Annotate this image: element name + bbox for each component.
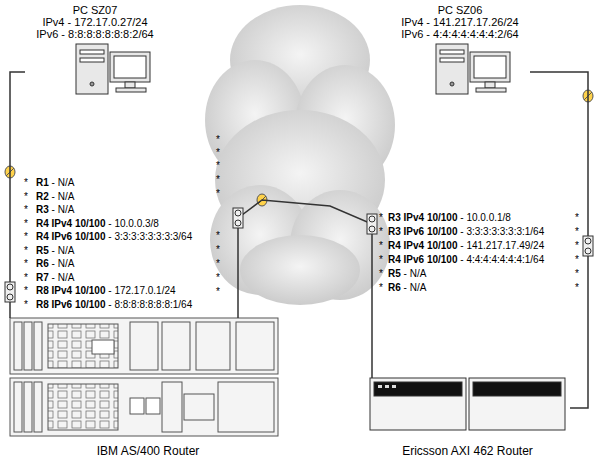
port-marker: *	[24, 191, 28, 203]
port-marker: *	[24, 258, 28, 270]
node-title: PC SZ06	[390, 4, 530, 16]
port-marker: *	[216, 134, 220, 146]
port-marker: *	[379, 254, 383, 266]
port-address: R3 IPv4 10/100 - 10.0.0.1/8	[388, 212, 511, 224]
port-marker: *	[216, 286, 220, 298]
port-marker: *	[24, 177, 28, 189]
port-marker: *	[575, 226, 579, 238]
node-title: Ericsson AXI 462 Router	[365, 444, 570, 458]
network-cable	[238, 200, 372, 378]
node-address: IPv6 - 4:4:4:4:4:4:4:2/64	[390, 28, 530, 40]
port-marker: *	[216, 160, 220, 172]
network-cloud	[205, 5, 395, 305]
port-marker: *	[24, 231, 28, 243]
node-title: PC SZ07	[25, 4, 165, 16]
node-address: IPv4 - 141.217.17.26/24	[390, 16, 530, 28]
port-address: R6 - N/A	[388, 282, 426, 294]
port-marker: *	[24, 218, 28, 230]
port-address: R4 IPv4 10/100 - 141.217.17.49/24	[388, 240, 544, 252]
port-marker: *	[379, 282, 383, 294]
port-address: R4 IPv4 10/100 - 10.0.0.3/8	[36, 218, 159, 230]
ethernet-port	[5, 208, 593, 302]
port-address: R6 - N/A	[36, 258, 74, 270]
port-address: R2 - N/A	[36, 191, 74, 203]
port-address: R8 IPv4 10/100 - 172.17.0.1/24	[36, 285, 176, 297]
port-marker: *	[216, 258, 220, 270]
port-address: R5 - N/A	[388, 268, 426, 280]
port-marker: *	[379, 212, 383, 224]
port-address: R7 - N/A	[36, 272, 74, 284]
pc-node: PC SZ07IPv4 - 172.17.0.27/24IPv6 - 8:8:8…	[25, 4, 165, 98]
port-marker: *	[379, 268, 383, 280]
port-marker: *	[24, 272, 28, 284]
router-node: IBM AS/400 Router	[6, 318, 290, 458]
network-cable	[10, 72, 25, 318]
port-marker: *	[24, 285, 28, 297]
node-title: IBM AS/400 Router	[6, 444, 290, 458]
router-node: Ericsson AXI 462 Router	[365, 378, 570, 458]
port-marker: *	[575, 254, 579, 266]
pc-icon	[76, 44, 150, 94]
port-marker: *	[575, 268, 579, 280]
port-address: R4 IPv6 10/100 - 4:4:4:4:4:4:4:1/64	[388, 254, 544, 266]
router-chassis	[10, 318, 278, 436]
port-marker: *	[379, 226, 383, 238]
pc-node: PC SZ06IPv4 - 141.217.17.26/24IPv6 - 4:4…	[390, 4, 530, 98]
port-marker: *	[575, 282, 579, 294]
pc-icon	[436, 44, 510, 94]
port-marker: *	[575, 240, 579, 252]
port-marker: *	[216, 147, 220, 159]
node-address: IPv6 - 8:8:8:8:8:8:8:2/64	[25, 28, 165, 40]
port-marker: *	[24, 245, 28, 257]
port-address: R5 - N/A	[36, 245, 74, 257]
port-address: R1 - N/A	[36, 177, 74, 189]
port-marker: *	[575, 212, 579, 224]
port-address: R4 IPv6 10/100 - 3:3:3:3:3:3:3:3/64	[36, 231, 192, 243]
router-chassis	[370, 378, 565, 430]
port-address: R3 IPv6 10/100 - 3:3:3:3:3:3:3:1/64	[388, 226, 544, 238]
port-marker: *	[24, 204, 28, 216]
port-marker: *	[216, 188, 220, 200]
port-marker: *	[216, 230, 220, 242]
port-marker: *	[24, 299, 28, 311]
port-marker: *	[379, 240, 383, 252]
port-address: R8 IPv6 10/100 - 8:8:8:8:8:8:8:1/64	[36, 299, 192, 311]
port-marker: *	[216, 174, 220, 186]
node-address: IPv4 - 172.17.0.27/24	[25, 16, 165, 28]
port-marker: *	[216, 244, 220, 256]
cable-connector	[5, 90, 593, 206]
port-address: R3 - N/A	[36, 204, 74, 216]
port-marker: *	[216, 272, 220, 284]
